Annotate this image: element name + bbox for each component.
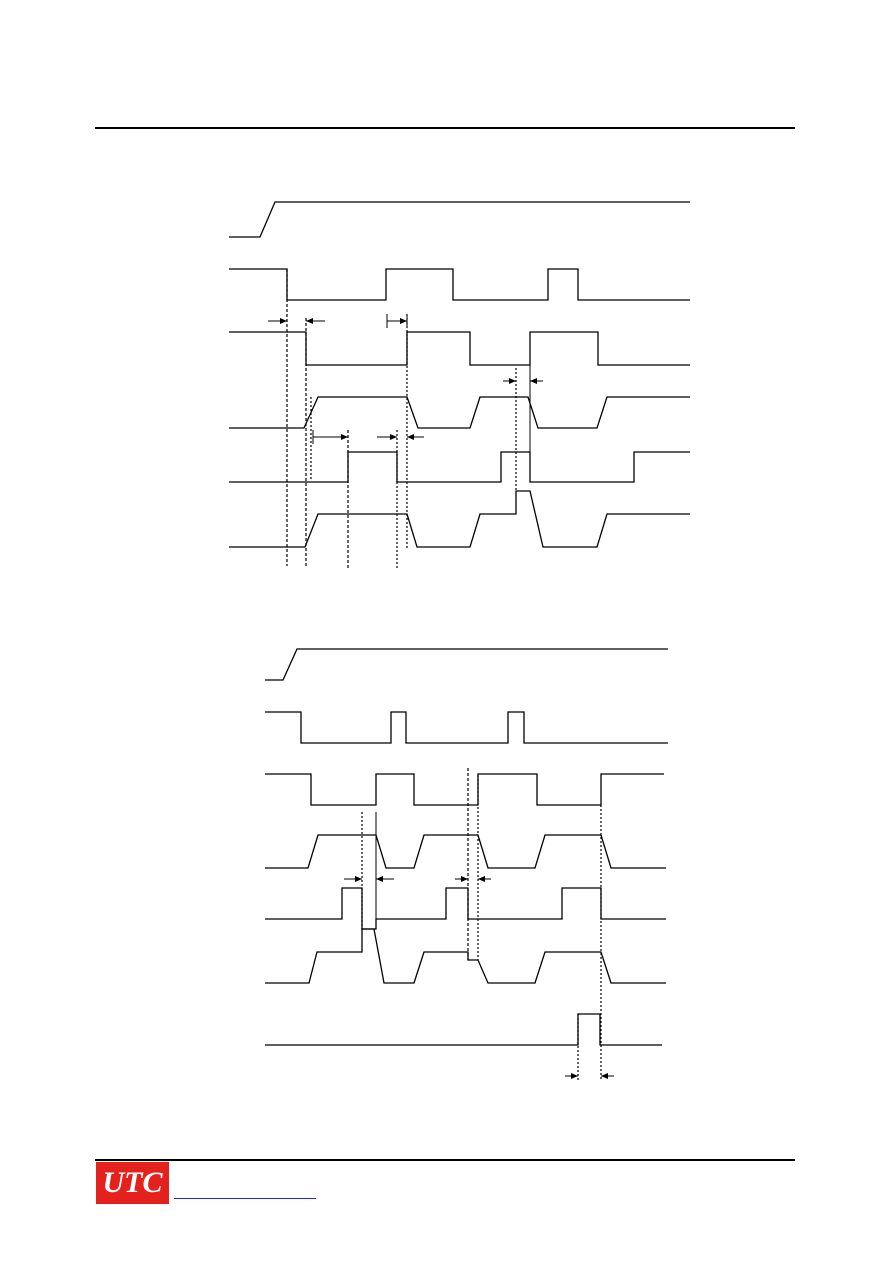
upper-waveform-4: [229, 396, 690, 429]
upper-waveform-1: [229, 201, 690, 238]
upper-waveform-3: [229, 331, 690, 366]
lower-waveform-6: [265, 928, 666, 984]
header-rule: [95, 127, 795, 129]
lower-timing-diagram: [265, 648, 668, 1081]
lower-waveform-5: [265, 887, 666, 930]
lower-waveform-7: [265, 1013, 662, 1046]
lower-waveform-3: [265, 773, 664, 806]
upper-timing-diagram: [229, 201, 690, 568]
logo-text: UTC: [102, 1166, 163, 1199]
upper-waveform-5: [229, 451, 690, 483]
footer-rule: [95, 1159, 795, 1161]
lower-waveform-4: [265, 834, 666, 869]
utc-logo: UTC: [96, 1162, 169, 1204]
upper-waveform-6: [229, 490, 690, 548]
lower-waveform-1: [265, 648, 668, 681]
website-link[interactable]: [174, 1184, 316, 1199]
upper-waveform-2: [229, 268, 690, 301]
lower-waveform-2: [265, 711, 668, 744]
